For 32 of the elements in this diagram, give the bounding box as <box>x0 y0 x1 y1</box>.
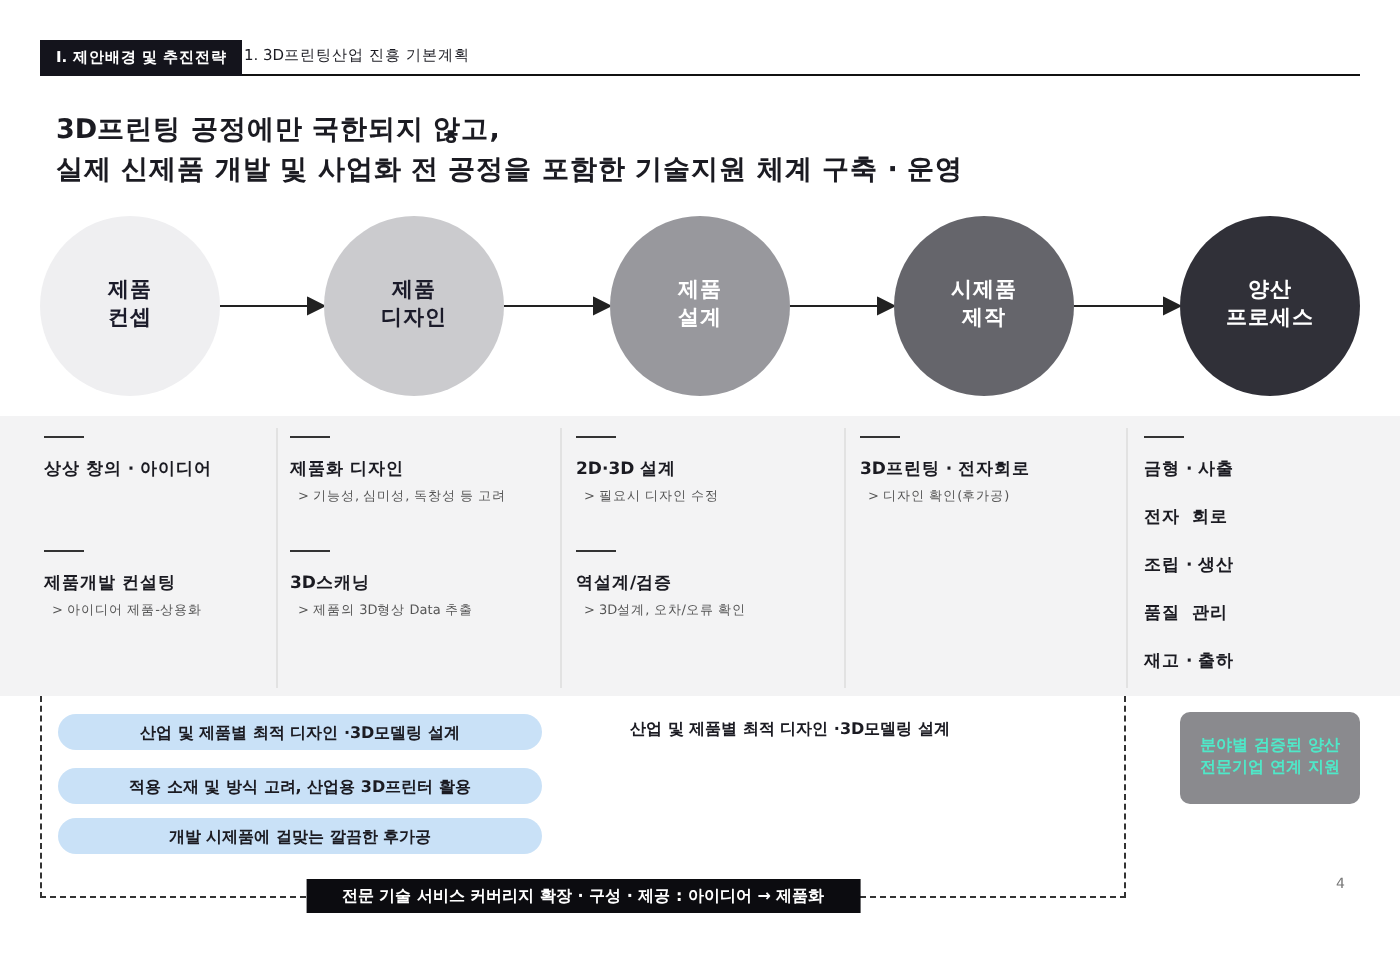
step-label: 시제품 제작 <box>951 278 1017 334</box>
step-label: 제품 설계 <box>678 278 722 334</box>
item-heading: 2D·3D 설계 <box>576 458 677 482</box>
arrow <box>503 297 611 315</box>
step-label: 제품 컨셉 <box>108 278 152 334</box>
item-heading: 3D스캐닝 <box>290 572 370 596</box>
process-item: 금형 · 사출 <box>1144 458 1235 482</box>
process-item: 전자 회로 <box>1144 506 1228 530</box>
service-note: 산업 및 제품별 최적 디자인 ·3D모델링 설계 <box>630 718 950 740</box>
banner-label: 전문 기술 서비스 커버리지 확장 · 구성 · 제공 : 아이디어 → 제품화 <box>305 879 861 913</box>
item-heading: 상상 창의 · 아이디어 <box>44 458 213 482</box>
process-item: 품질 관리 <box>1144 602 1228 626</box>
service-pill <box>58 768 542 804</box>
item-heading: 역설계/검증 <box>576 572 673 596</box>
item-heading: 제품개발 컨설팅 <box>44 572 176 596</box>
arrow <box>1073 297 1181 315</box>
support-box <box>1180 712 1360 804</box>
process-item: 조립 · 생산 <box>1144 554 1235 578</box>
heading: 3D프린팅 공정에만 국한되지 않고, 실제 신제품 개발 및 사업화 전 공정을 포함한 기술지원 체계 구축 · 운영 <box>56 112 964 190</box>
pill-label: 개발 시제품에 걸맞는 깔끔한 후가공 <box>168 825 432 847</box>
service-pill <box>58 714 542 750</box>
pill-label: 적용 소재 및 방식 고려, 산업용 3D프린터 활용 <box>129 775 471 797</box>
service-pill <box>58 818 542 854</box>
process-item: 재고 · 출하 <box>1144 650 1235 674</box>
arrow <box>789 297 895 315</box>
support-label: 분야별 검증된 양산 전문기업 연계 지원 <box>1198 736 1342 780</box>
item-heading: 3D프린팅 · 전자회로 <box>860 458 1031 482</box>
step-label: 제품 디자인 <box>381 278 447 334</box>
pill-label: 산업 및 제품별 최적 디자인 ·3D모델링 설계 <box>140 721 460 743</box>
arrow <box>219 297 325 315</box>
step-label: 양산 프로세스 <box>1226 278 1314 334</box>
item-heading: 제품화 디자인 <box>290 458 404 482</box>
